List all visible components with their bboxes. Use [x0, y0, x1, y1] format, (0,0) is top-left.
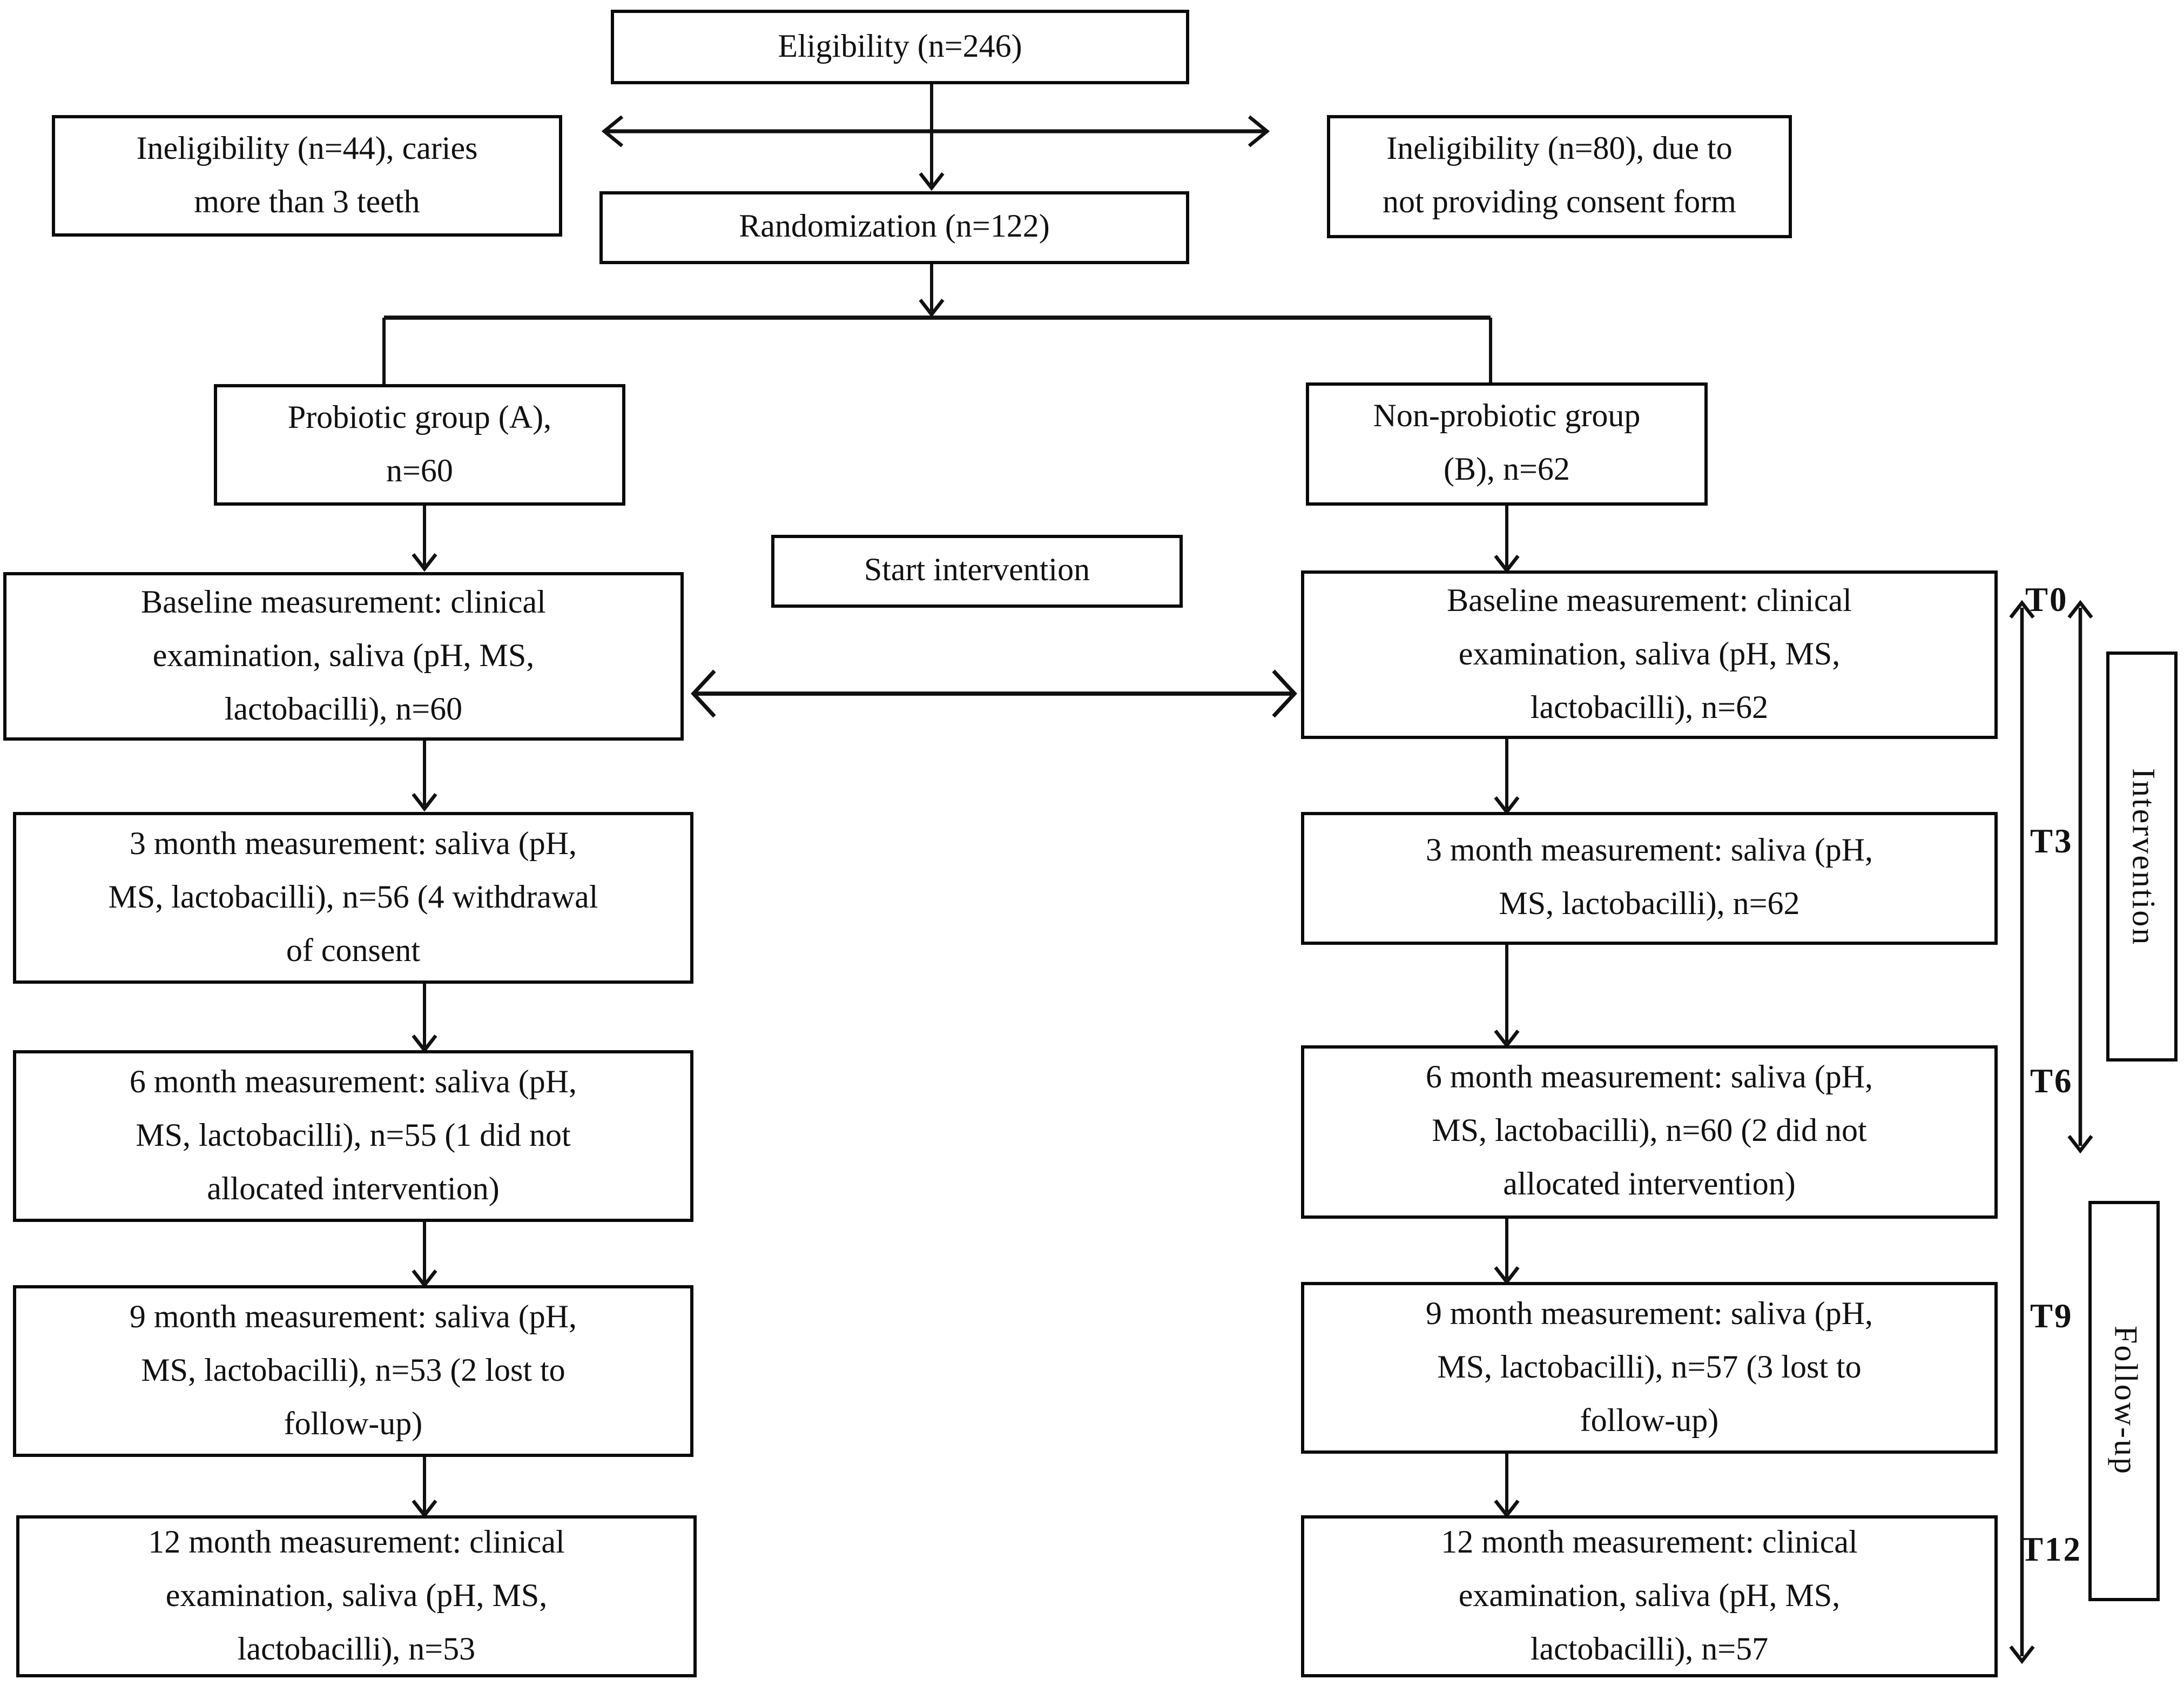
non-probiotic-3month-box: 3 month measurement: saliva (pH, MS, lac… [1301, 812, 1998, 945]
probiotic-group-box: Probiotic group (A), n=60 [214, 384, 625, 506]
timeline-full-span-arrow [2009, 600, 2035, 1664]
arrow-down-icon [919, 298, 945, 318]
non-probiotic-group-box: Non-probiotic group (B), n=62 [1306, 382, 1708, 506]
timeline-intervention-arrow [2067, 600, 2093, 1154]
start-intervention-box: Start intervention [771, 535, 1183, 608]
ineligibility-left-box: Ineligibility (n=44), caries more than 3… [52, 115, 562, 237]
arrow-down-icon [2067, 1134, 2093, 1154]
intervention-phase-box: Intervention [2106, 651, 2178, 1062]
intervention-phase-label: Intervention [2125, 767, 2161, 946]
eligibility-box: Eligibility (n=246) [611, 10, 1189, 84]
connector-group-b-column [1494, 506, 1520, 1519]
probiotic-3month-box: 3 month measurement: saliva (pH, MS, lac… [13, 812, 693, 984]
probiotic-12month-box: 12 month measurement: clinical examinati… [16, 1515, 697, 1677]
timeline-label-t0: T0 [2025, 580, 2068, 619]
probiotic-6month-box: 6 month measurement: saliva (pH, MS, lac… [13, 1050, 693, 1222]
connector-randomization-split [382, 264, 1492, 384]
probiotic-baseline-box: Baseline measurement: clinical examinati… [3, 572, 684, 741]
ineligibility-right-box: Ineligibility (n=80), due to not providi… [1327, 115, 1792, 238]
timeline-label-t6: T6 [2030, 1062, 2073, 1100]
arrow-left-icon [691, 669, 716, 718]
arrow-right-icon [1272, 669, 1297, 718]
non-probiotic-baseline-box: Baseline measurement: clinical examinati… [1301, 570, 1998, 739]
follow-up-phase-label: Follow-up [2107, 1326, 2143, 1476]
arrow-left-icon [601, 115, 624, 147]
probiotic-9month-box: 9 month measurement: saliva (pH, MS, lac… [13, 1285, 693, 1457]
non-probiotic-6month-box: 6 month measurement: saliva (pH, MS, lac… [1301, 1045, 1998, 1219]
arrow-up-icon [2067, 600, 2093, 619]
randomization-box: Randomization (n=122) [599, 191, 1189, 264]
arrow-right-icon [1248, 115, 1270, 147]
connector-baseline-double-arrow [691, 669, 1297, 718]
arrow-down-icon [412, 553, 437, 572]
non-probiotic-12month-box: 12 month measurement: clinical examinati… [1301, 1515, 1998, 1677]
arrow-down-icon [919, 172, 945, 191]
timeline-label-t3: T3 [2030, 822, 2073, 861]
follow-up-phase-box: Follow-up [2088, 1201, 2160, 1601]
non-probiotic-9month-box: 9 month measurement: saliva (pH, MS, lac… [1301, 1282, 1998, 1454]
arrow-up-icon [2009, 600, 2035, 619]
timeline-label-t12: T12 [2020, 1530, 2082, 1569]
arrow-down-icon [412, 792, 437, 812]
arrow-down-icon [2009, 1645, 2035, 1664]
timeline-label-t9: T9 [2030, 1297, 2073, 1335]
connector-eligibility-randomization [919, 84, 945, 191]
connector-ineligibility-double-arrow [601, 115, 1270, 147]
